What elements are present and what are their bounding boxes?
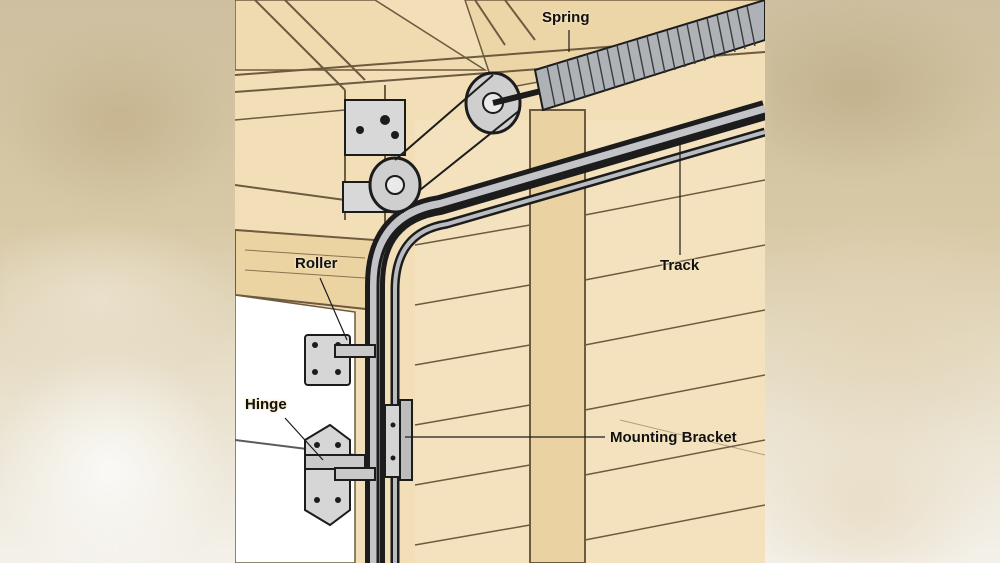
spring-label: Spring [542, 9, 590, 26]
mounting-bracket-label: Mounting Bracket [610, 429, 737, 446]
spring [492, 0, 765, 112]
mounting-bracket [384, 399, 413, 481]
hinge-label: Hinge [245, 396, 287, 413]
garage-door-track-diagram: Spring Track Roller Hinge Mounting Brack… [235, 0, 765, 563]
header-beam [235, 228, 376, 312]
track [365, 100, 765, 563]
hinge [304, 423, 376, 527]
leader-lines [284, 30, 681, 461]
track-label: Track [660, 257, 700, 274]
roller [304, 334, 376, 386]
pulleys [342, 71, 522, 214]
roller-label: Roller [295, 255, 338, 272]
